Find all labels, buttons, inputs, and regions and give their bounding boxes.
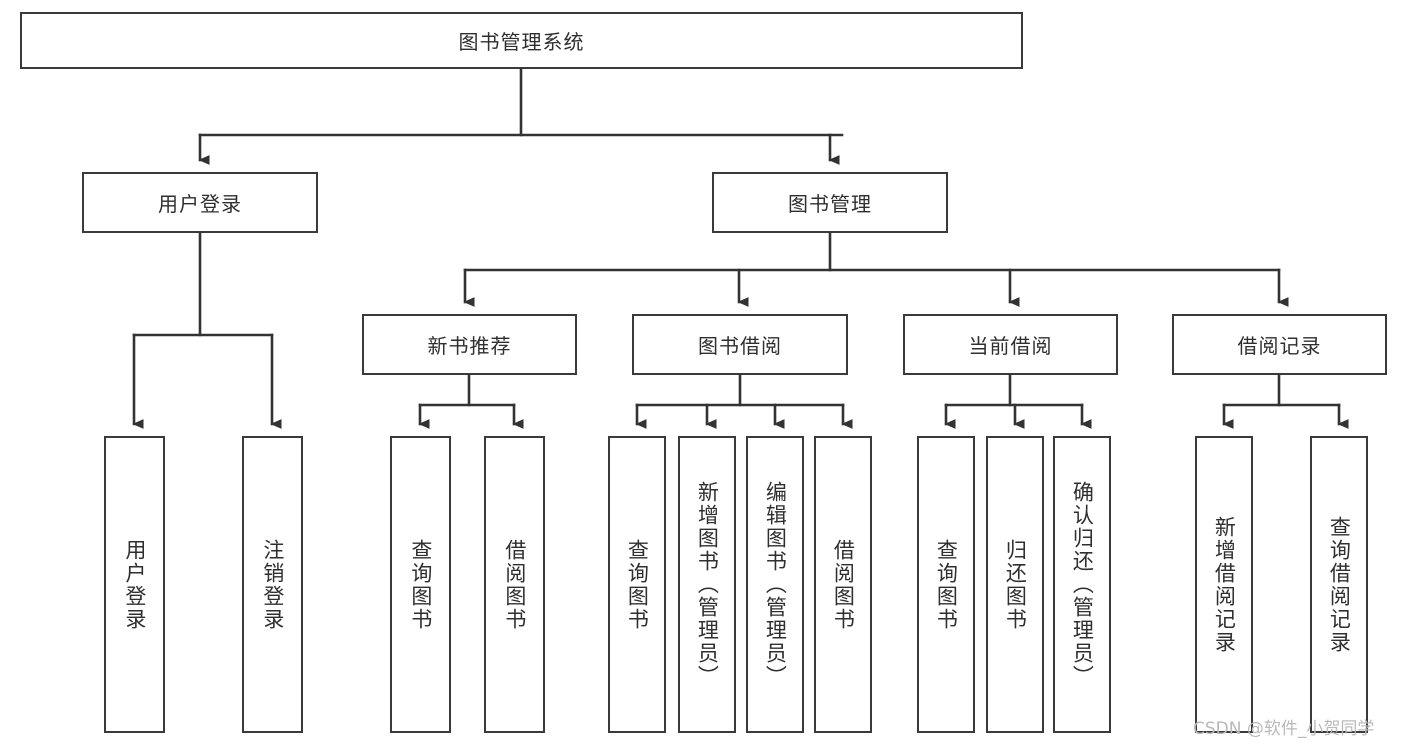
leaf-confirm-return-label: 确认归还（管理员） xyxy=(1070,481,1095,688)
leaf-borrow-book-1[interactable]: 借阅图书 xyxy=(484,436,545,733)
leaf-user-logout[interactable]: 注销登录 xyxy=(242,436,303,733)
leaf-borrow-book-2[interactable]: 借阅图书 xyxy=(814,436,872,733)
leaf-borrow-book-1-label: 借阅图书 xyxy=(502,538,527,631)
node-new-book-rec-label: 新书推荐 xyxy=(427,334,512,358)
node-current-borrow[interactable]: 当前借阅 xyxy=(903,314,1118,375)
node-borrow-record[interactable]: 借阅记录 xyxy=(1172,314,1387,375)
node-root-label: 图书管理系统 xyxy=(458,30,585,54)
leaf-query-book-1-label: 查询图书 xyxy=(408,538,433,631)
node-current-borrow-label: 当前借阅 xyxy=(968,334,1053,358)
leaf-return-book[interactable]: 归还图书 xyxy=(986,436,1044,733)
node-user-login[interactable]: 用户登录 xyxy=(82,172,318,233)
leaf-user-login-label: 用户登录 xyxy=(122,538,147,631)
leaf-query-record-label: 查询借阅记录 xyxy=(1327,515,1352,654)
leaf-user-logout-label: 注销登录 xyxy=(260,538,285,631)
node-book-manage[interactable]: 图书管理 xyxy=(712,172,948,233)
leaf-query-book-2-label: 查询图书 xyxy=(625,538,650,631)
leaf-confirm-return[interactable]: 确认归还（管理员） xyxy=(1053,436,1111,733)
leaf-query-book-3-label: 查询图书 xyxy=(934,538,959,631)
node-root[interactable]: 图书管理系统 xyxy=(20,12,1023,69)
node-user-login-label: 用户登录 xyxy=(158,192,242,216)
leaf-user-login[interactable]: 用户登录 xyxy=(104,436,165,733)
leaf-query-book-2[interactable]: 查询图书 xyxy=(608,436,666,733)
leaf-add-record-label: 新增借阅记录 xyxy=(1212,515,1237,654)
leaf-add-book-label: 新增图书（管理员） xyxy=(695,481,720,688)
leaf-edit-book[interactable]: 编辑图书（管理员） xyxy=(746,436,804,733)
node-book-borrow[interactable]: 图书借阅 xyxy=(632,314,848,375)
leaf-query-book-3[interactable]: 查询图书 xyxy=(917,436,975,733)
leaf-add-book[interactable]: 新增图书（管理员） xyxy=(678,436,736,733)
node-borrow-record-label: 借阅记录 xyxy=(1237,334,1322,358)
csdn-watermark: CSDN @软件_小贺同学 xyxy=(1193,719,1375,739)
node-new-book-rec[interactable]: 新书推荐 xyxy=(362,314,577,375)
leaf-add-record[interactable]: 新增借阅记录 xyxy=(1195,436,1253,733)
leaf-edit-book-label: 编辑图书（管理员） xyxy=(763,481,788,688)
leaf-query-record[interactable]: 查询借阅记录 xyxy=(1310,436,1368,733)
leaf-return-book-label: 归还图书 xyxy=(1003,538,1028,631)
leaf-query-book-1[interactable]: 查询图书 xyxy=(390,436,451,733)
node-book-manage-label: 图书管理 xyxy=(788,192,872,216)
node-book-borrow-label: 图书借阅 xyxy=(698,334,782,358)
leaf-borrow-book-2-label: 借阅图书 xyxy=(831,538,856,631)
